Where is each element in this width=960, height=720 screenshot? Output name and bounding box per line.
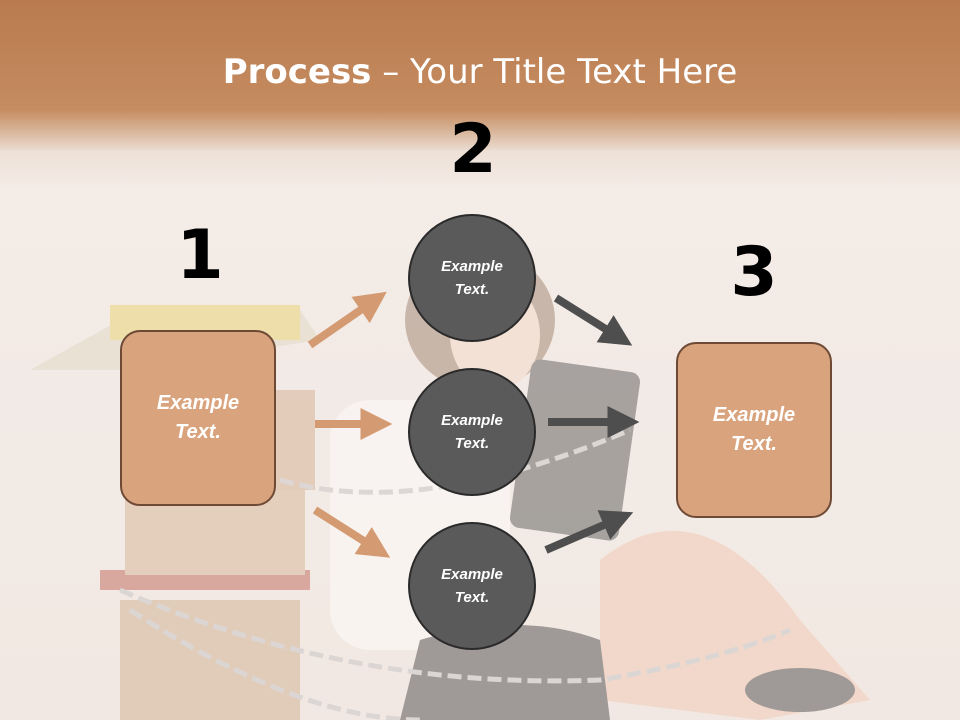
circle-middle-label-line1: Example (441, 412, 503, 429)
step-1-box: Example Text. (120, 330, 276, 506)
arrow-bottom-to-3 (544, 510, 634, 554)
circle-top-label-line1: Example (441, 258, 503, 275)
step-3-label-line1: Example (712, 404, 796, 426)
step-3-box: Example Text. (676, 342, 832, 518)
step-2-circle-bottom: Example Text. (408, 522, 536, 650)
step-1-label-line1: Example (156, 392, 240, 414)
step-1-label-line2: Text. (175, 421, 221, 443)
slide-title: Process – Your Title Text Here (0, 52, 960, 92)
step-number-2: 2 (449, 110, 497, 189)
circle-top-label-line2: Text. (454, 281, 490, 298)
step-number-3: 3 (730, 233, 778, 312)
title-rest: – Your Title Text Here (371, 52, 738, 92)
step-2-circle-top: Example Text. (408, 214, 536, 342)
step-2-circle-middle: Example Text. (408, 368, 536, 496)
title-bold: Process (222, 52, 372, 92)
arrow-1-to-bottom (312, 506, 391, 558)
step-3-label-line2: Text. (731, 433, 777, 455)
step-number-1: 1 (176, 216, 224, 295)
circle-bottom-label-line2: Text. (454, 589, 490, 606)
circle-middle-label-line2: Text. (454, 435, 490, 452)
arrow-top-to-3 (553, 294, 633, 346)
circle-bottom-label-line1: Example (441, 566, 503, 583)
arrow-1-to-top (307, 291, 387, 349)
